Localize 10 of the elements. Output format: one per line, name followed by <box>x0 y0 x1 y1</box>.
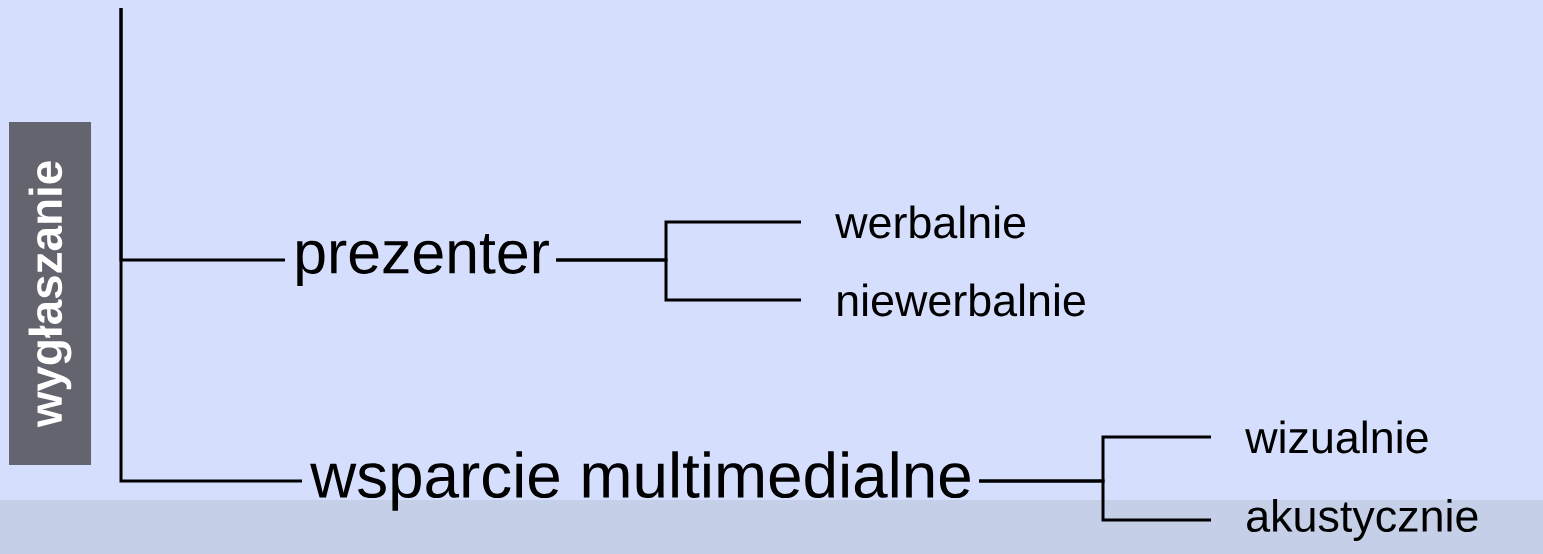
branch-label: prezenter <box>297 234 549 286</box>
leaf-label: werbalnie <box>835 205 1026 239</box>
branch-label: wsparcie multimedialne <box>310 451 970 511</box>
connector-line <box>556 258 801 302</box>
leaf-label: niewerbalnie <box>838 283 1085 317</box>
leaf-label: wizualnie <box>1245 420 1428 454</box>
connector-line <box>119 8 302 483</box>
leaf-label: akustycznie <box>1247 499 1478 541</box>
rotated-heading-box: wygłaszanie <box>9 122 91 465</box>
connector-line <box>979 479 1211 522</box>
